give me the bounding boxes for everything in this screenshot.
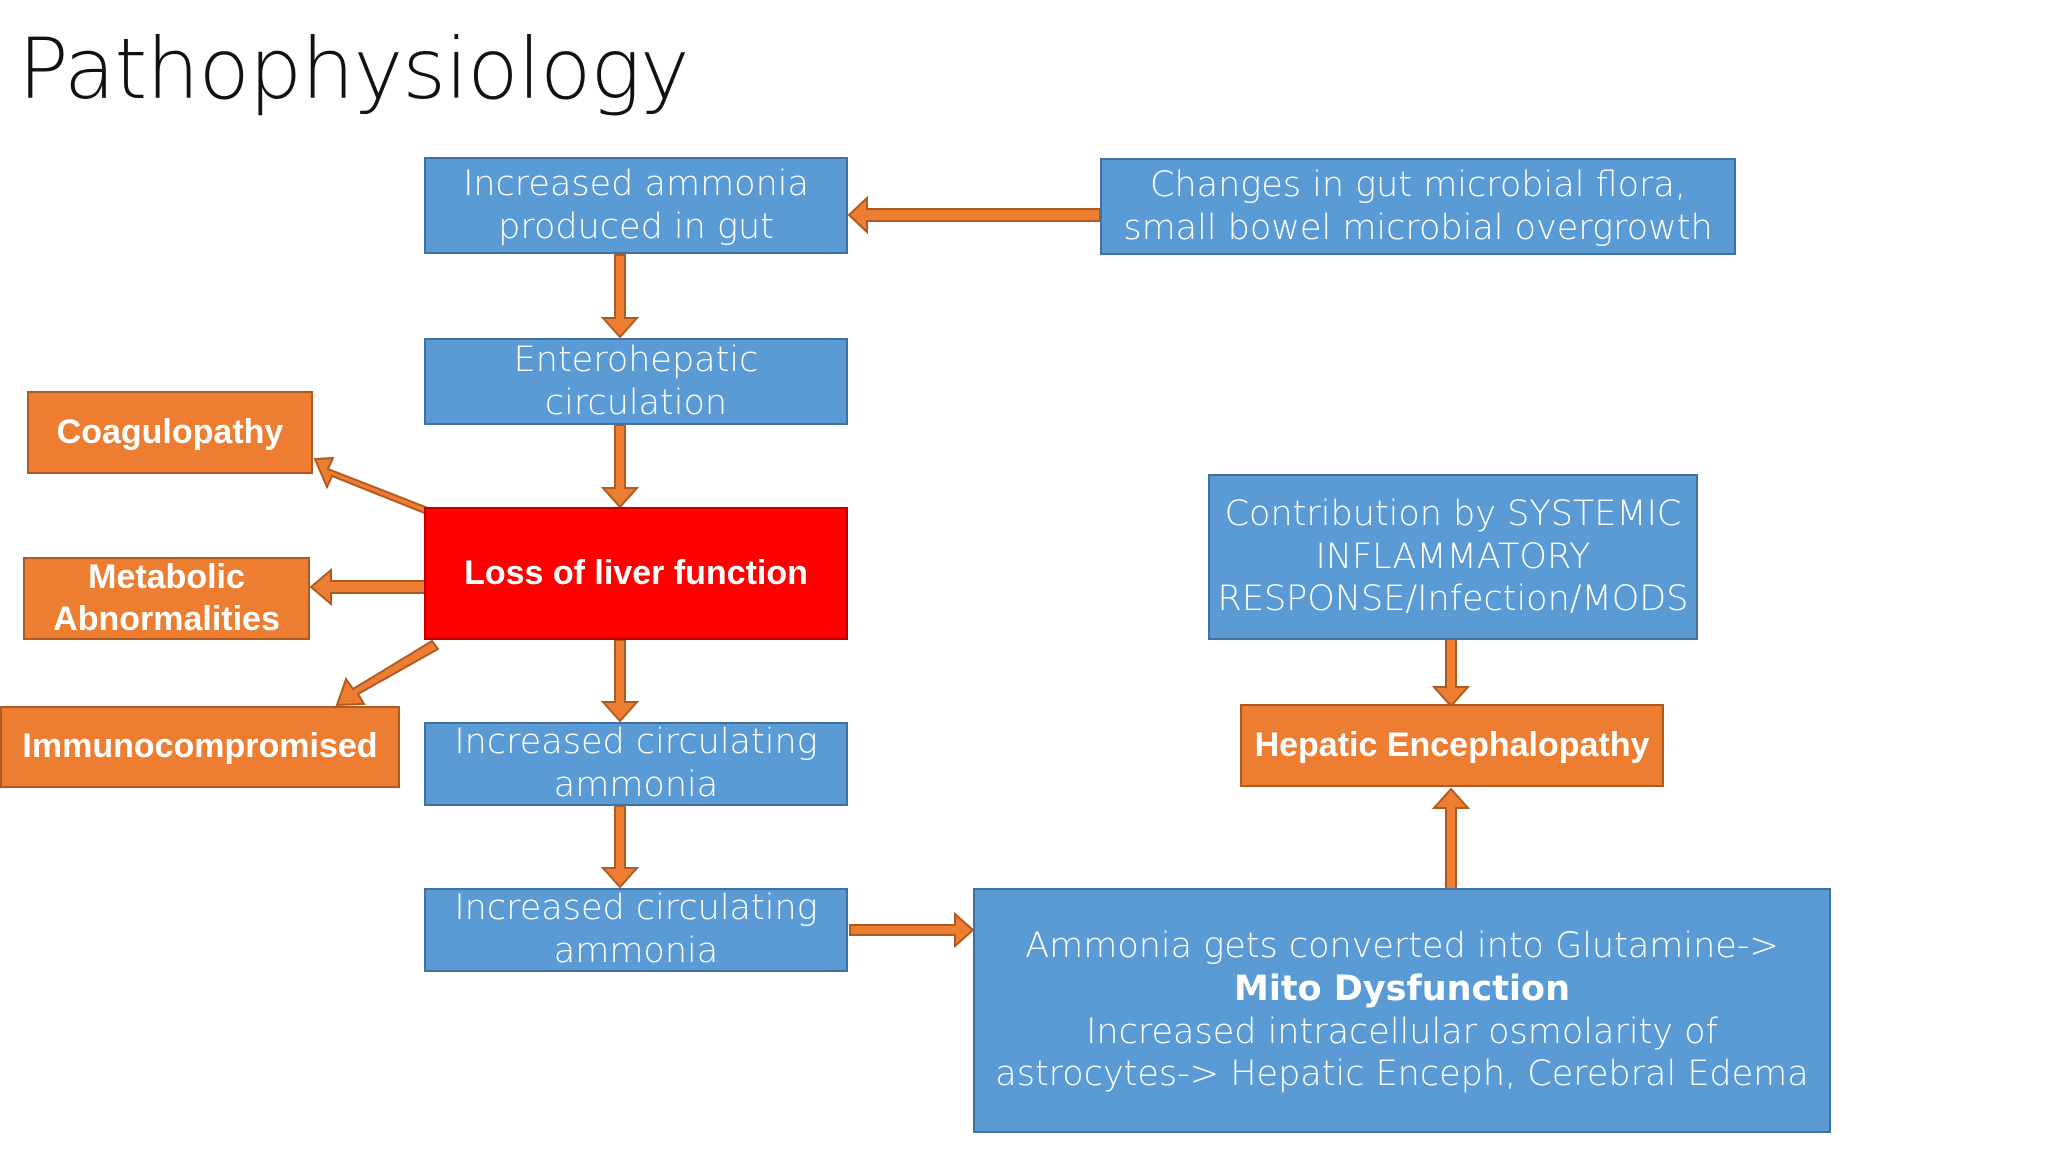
mechanism-line2: Increased intracellular osmolarity of as… xyxy=(995,1011,1809,1095)
arrow-ammonia-to-enterohepatic xyxy=(600,254,640,339)
arrow-liver-to-coagulopathy xyxy=(313,456,440,520)
box-systemic-inflammatory: Contribution by SYSTEMIC INFLAMMATORY RE… xyxy=(1208,474,1698,640)
box-hepatic-encephalopathy: Hepatic Encephalopathy xyxy=(1240,704,1664,787)
arrow-liver-to-metabolic xyxy=(309,567,429,607)
box-loss-liver-function: Loss of liver function xyxy=(424,507,848,640)
box-ammonia-gut: Increased ammonia produced in gut xyxy=(424,157,848,254)
mechanism-mito-dysfunction: Mito Dysfunction xyxy=(1234,968,1570,1009)
box-hepatic-encephalopathy-text: Hepatic Encephalopathy xyxy=(1254,725,1650,764)
arrow-liver-to-immuno xyxy=(335,639,440,707)
box-enterohepatic-text: Enterohepatic circulation xyxy=(513,339,759,423)
box-metabolic-text: Metabolic Abnormalities xyxy=(53,558,280,638)
box-circulating-ammonia-1-text: Increased circulating ammonia xyxy=(454,722,818,805)
arrow-liver-to-circ1 xyxy=(600,639,640,723)
box-immunocompromised-text: Immunocompromised xyxy=(22,727,378,766)
box-circulating-ammonia-1: Increased circulating ammonia xyxy=(424,722,848,806)
arrow-enterohepatic-to-liver xyxy=(600,424,640,509)
box-mechanism: Ammonia gets converted into Glutamine-> … xyxy=(973,888,1831,1133)
slide-title: Pathophysiology xyxy=(18,20,690,118)
box-immunocompromised: Immunocompromised xyxy=(0,706,400,788)
box-enterohepatic: Enterohepatic circulation xyxy=(424,338,848,425)
box-circulating-ammonia-2-text: Increased circulating ammonia xyxy=(454,888,818,971)
box-gut-flora-text: Changes in gut microbial flora, small bo… xyxy=(1123,164,1713,248)
arrow-systemic-to-he xyxy=(1431,629,1471,708)
box-ammonia-gut-text: Increased ammonia produced in gut xyxy=(463,163,809,247)
box-systemic-inflammatory-text: Contribution by SYSTEMIC INFLAMMATORY RE… xyxy=(1217,493,1689,620)
box-gut-flora: Changes in gut microbial flora, small bo… xyxy=(1100,158,1736,255)
box-coagulopathy: Coagulopathy xyxy=(27,391,313,474)
arrow-flora-to-ammonia xyxy=(847,195,1101,235)
box-loss-liver-function-text: Loss of liver function xyxy=(464,553,808,592)
arrow-circ1-to-circ2 xyxy=(600,805,640,889)
arrow-mechanism-to-he xyxy=(1431,787,1471,891)
box-circulating-ammonia-2: Increased circulating ammonia xyxy=(424,888,848,972)
arrow-circ2-to-mechanism xyxy=(849,911,975,949)
box-mechanism-text: Ammonia gets converted into Glutamine-> … xyxy=(985,925,1819,1096)
box-metabolic: Metabolic Abnormalities xyxy=(23,557,310,640)
mechanism-line1: Ammonia gets converted into Glutamine-> xyxy=(1025,926,1779,967)
box-coagulopathy-text: Coagulopathy xyxy=(56,412,284,451)
